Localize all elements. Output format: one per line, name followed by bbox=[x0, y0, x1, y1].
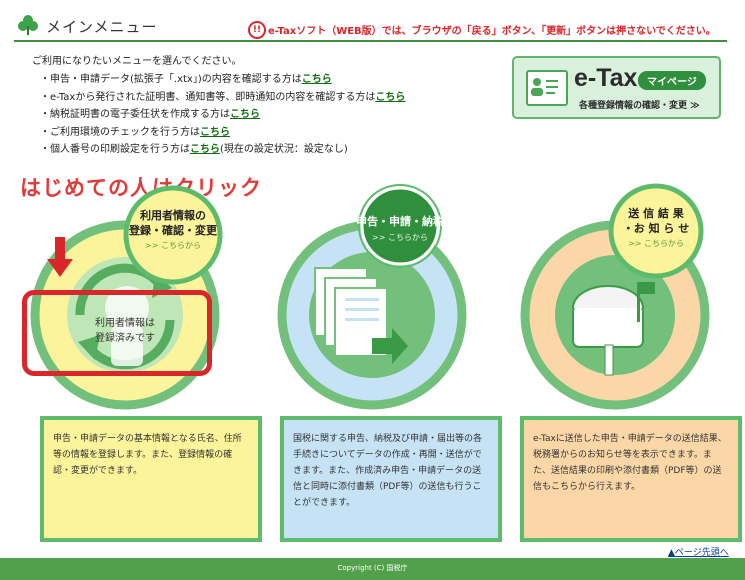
results-link[interactable]: >> こちらから bbox=[628, 239, 684, 248]
list-item-text: ・申告・申請データ(拡張子「.xtx」)の内容を確認する方は bbox=[40, 74, 302, 85]
arrow-down-icon bbox=[47, 237, 73, 277]
list-item: ・納税証明書の電子委任状を作成する方はこちら bbox=[40, 105, 405, 123]
mypage-pill: マイページ bbox=[638, 71, 706, 90]
filing-panel[interactable]: 申告・申請・納税 >> こちらから bbox=[270, 184, 500, 420]
header: メインメニュー !! e-Taxソフト（WEB版）では、ブラウザの「戻る」ボタン… bbox=[0, 0, 745, 46]
list-item: ・申告・申請データ(拡張子「.xtx」)の内容を確認する方はこちら bbox=[40, 70, 405, 88]
page-title: メインメニュー bbox=[46, 18, 158, 36]
user-info-panel[interactable]: 利用者情報の 登録・確認・変更 >> こちらから 利用者情報は 登録済みです bbox=[20, 185, 250, 420]
link-xtx-check[interactable]: こちら bbox=[301, 74, 332, 85]
results-badge bbox=[608, 183, 704, 279]
highlight-frame bbox=[22, 290, 212, 376]
list-item: ・ご利用環境のチェックを行う方はこちら bbox=[40, 123, 405, 141]
copyright: Copyright (C) 国税庁 bbox=[337, 564, 408, 572]
clover-icon bbox=[18, 15, 38, 35]
filing-description: 国税に関する申告、納税及び申請・届出等の各手続きについてデータの作成・再開・送信… bbox=[280, 416, 502, 542]
page-top-link[interactable]: ▲ページ先頭へ bbox=[668, 545, 729, 558]
page-top-label: ページ先頭へ bbox=[674, 548, 729, 558]
link-delegation[interactable]: こちら bbox=[230, 109, 260, 120]
user-info-badge bbox=[123, 185, 223, 285]
id-card-icon bbox=[526, 70, 568, 106]
list-item-text: ・ご利用環境のチェックを行う方は bbox=[40, 126, 200, 138]
user-info-description: 申告・申請データの基本情報となる氏名、住所等の情報を登録します。また、登録情報の… bbox=[40, 416, 262, 542]
intro-text: ご利用になりたいメニューを選んでください。 bbox=[32, 56, 242, 67]
filing-badge bbox=[358, 184, 442, 268]
link-env-check[interactable]: こちら bbox=[200, 126, 230, 138]
etax-logo: e-Tax bbox=[574, 64, 638, 92]
page-top-icon: ▲ bbox=[668, 548, 675, 558]
registered-status-2: 登録済みです bbox=[95, 333, 155, 344]
list-item: ・e-Taxから発行された証明書、通知書等、即時通知の内容を確認する方はこちら bbox=[40, 88, 405, 106]
user-info-title-1: 利用者情報の bbox=[140, 209, 206, 222]
mypage-banner[interactable]: e-Tax マイページ 各種登録情報の確認・変更 ≫ bbox=[512, 56, 721, 119]
link-certificate-check[interactable]: こちら bbox=[375, 91, 406, 103]
first-time-hint: はじめての人はクリック bbox=[20, 176, 262, 200]
print-setting-status: (現在の設定状況：設定なし) bbox=[220, 144, 348, 155]
list-item-text: ・個人番号の印刷設定を行う方は bbox=[40, 144, 190, 155]
registered-status-1: 利用者情報は bbox=[95, 318, 155, 329]
filing-link[interactable]: >> こちらから bbox=[372, 233, 428, 242]
filing-illustration bbox=[277, 220, 467, 410]
footer-bar bbox=[0, 558, 745, 580]
user-info-title-2: 登録・確認・変更 bbox=[129, 224, 217, 237]
results-description: e-Taxに送信した申告・申請データの送信結果、税務署からのお知らせ等を表示でき… bbox=[520, 416, 742, 542]
warning-text: e-Taxソフト（WEB版）では、ブラウザの「戻る」ボタン、「更新」ボタンは押さ… bbox=[268, 26, 716, 37]
warning-icon: !! bbox=[248, 21, 266, 39]
list-item-text: ・e-Taxから発行された証明書、通知書等、即時通知の内容を確認する方は bbox=[40, 91, 376, 103]
list-item-text: ・納税証明書の電子委任状を作成する方は bbox=[40, 109, 230, 120]
header-divider bbox=[14, 40, 727, 42]
list-item: ・個人番号の印刷設定を行う方はこちら(現在の設定状況：設定なし) bbox=[40, 140, 405, 158]
results-title-1: 送 信 結 果 bbox=[628, 207, 684, 220]
results-title-2: ・お 知 ら せ bbox=[622, 222, 690, 235]
results-panel[interactable]: 送 信 結 果 ・お 知 ら せ >> こちらから bbox=[505, 183, 735, 420]
link-print-settings[interactable]: こちら bbox=[190, 144, 220, 155]
user-info-link[interactable]: >> こちらから bbox=[145, 241, 201, 250]
mypage-subtitle: 各種登録情報の確認・変更 ≫ bbox=[579, 101, 700, 111]
filing-title: 申告・申請・納税 bbox=[356, 215, 444, 228]
link-list: ・申告・申請データ(拡張子「.xtx」)の内容を確認する方はこちら ・e-Tax… bbox=[40, 70, 405, 158]
